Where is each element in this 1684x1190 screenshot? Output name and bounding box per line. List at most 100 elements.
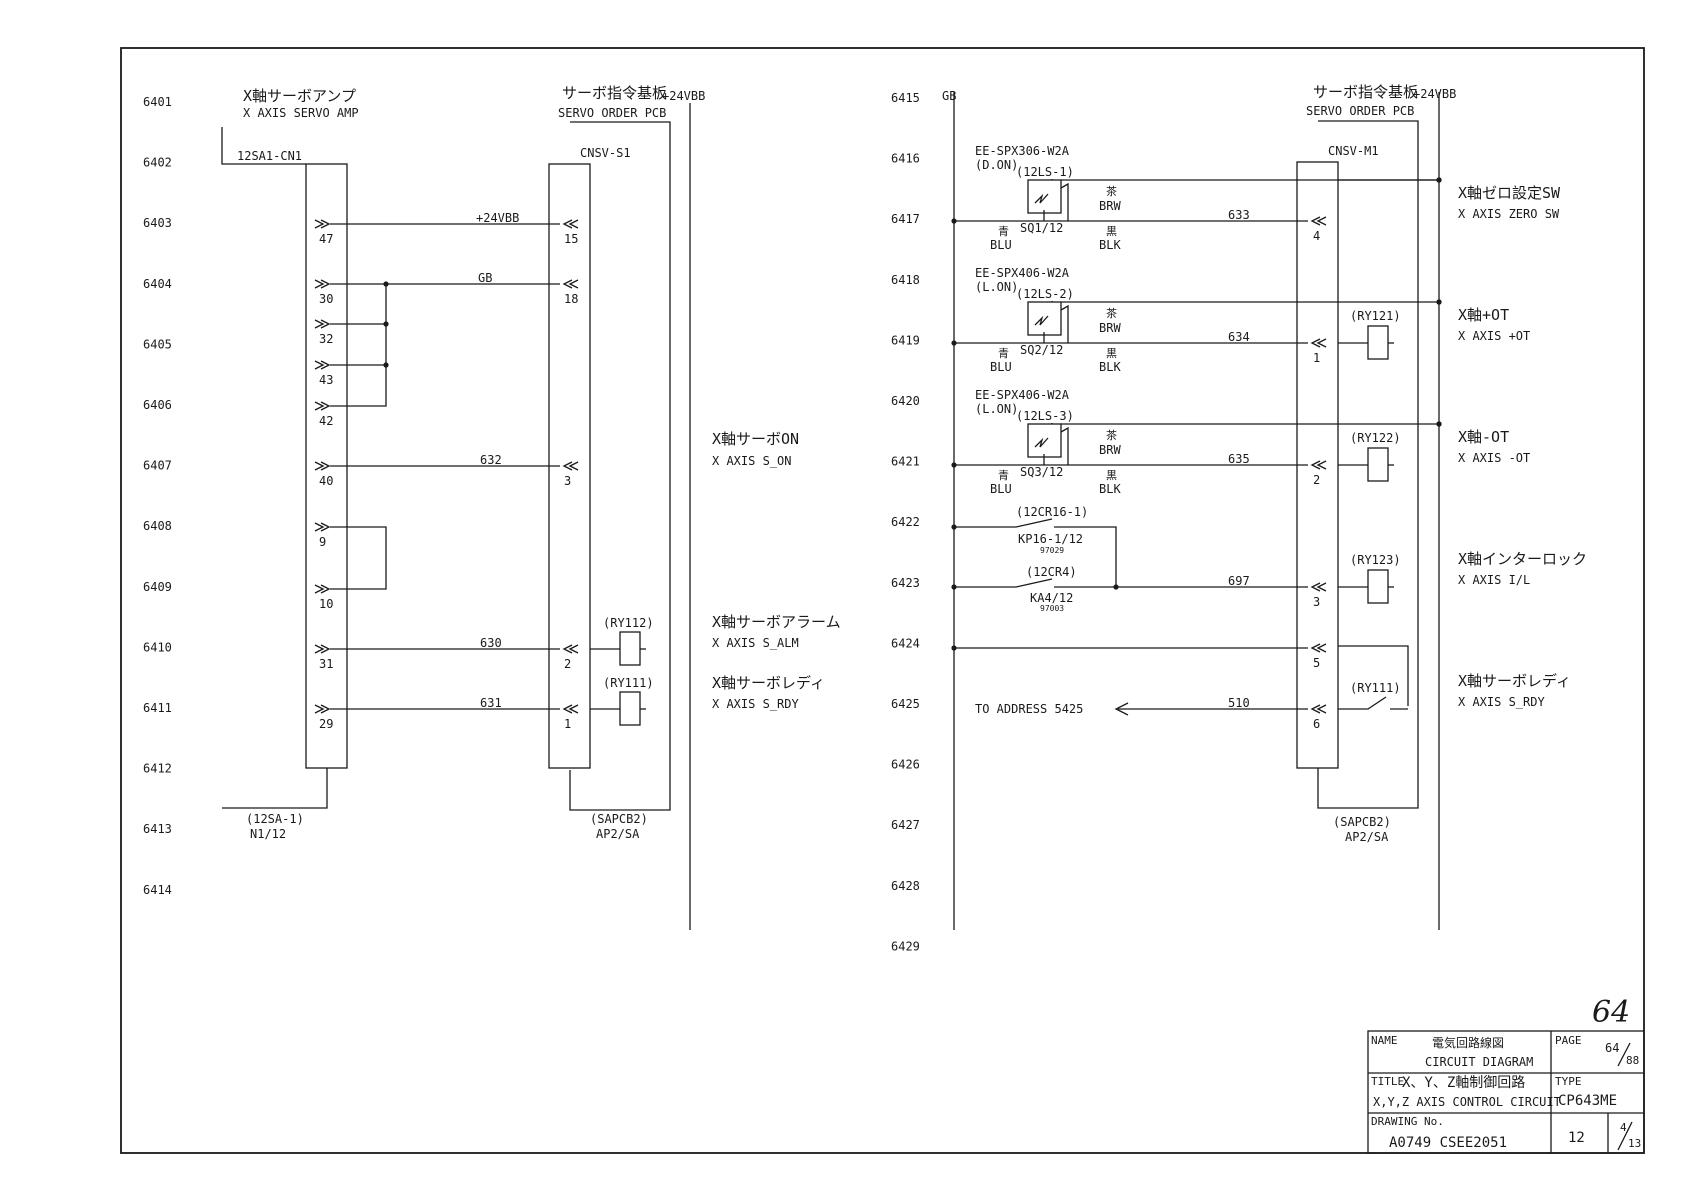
row-number: 6418 [891,273,920,287]
wire-color-jp: 青 [998,225,1009,238]
ry111-loop [1338,645,1409,706]
relay-coil [619,631,641,666]
signal-jp: X軸+OT [1458,306,1509,324]
row-number: 6407 [143,459,172,473]
row-number: 6402 [143,156,172,170]
pcb-pin-number: 3 [1313,595,1320,609]
signal-en: X AXIS S_RDY [1458,695,1545,709]
connector-symbol [314,522,325,532]
signal-en: X AXIS I/L [1458,573,1530,587]
connector-symbol [320,461,331,471]
wire-color: BLK [1099,482,1121,496]
row-number: 6401 [143,95,172,109]
wire-color-jp: 黒 [1106,225,1117,238]
relay-label: (RY121) [1350,309,1401,323]
pcb-connector-label: CNSV-M1 [1328,144,1379,158]
sub-slash [1617,1121,1633,1151]
amp-ref-2: N1/12 [250,827,286,841]
title-en: X,Y,Z AXIS CONTROL CIRCUIT [1373,1095,1561,1109]
pcb-ref-1: (SAPCB2) [1333,815,1391,829]
relay-coil [619,691,641,726]
junction-dot [1436,177,1442,183]
pcb-pin-number: 6 [1313,717,1320,731]
pcb-title-en: SERVO ORDER PCB [1306,104,1414,118]
sensor-model: EE-SPX306-W2A [975,144,1070,158]
signal-en: X AXIS S_ON [712,454,791,468]
connector-symbol [568,644,579,654]
gb-bus [330,284,387,407]
relay-coil [1367,325,1389,360]
title-block: NAME 電気回路線図 CIRCUIT DIAGRAM PAGE 64 88 T… [1367,1030,1645,1154]
contact-blade [1015,578,1053,588]
amp-ref-1: (12SA-1) [246,812,304,826]
relay-coil [1367,569,1389,604]
connector-symbol [314,319,325,329]
connector-symbol [314,219,325,229]
right-servo-pcb: サーボ指令基板 +24VBB SERVO ORDER PCB CNSV-M1 (… [1296,83,1456,844]
row-number: 6429 [891,939,920,953]
handwritten-page-number: 64 [1592,995,1630,1030]
signal-jp: X軸ゼロ設定SW [1458,184,1561,202]
connector-symbol [320,401,331,411]
connector-symbol [1316,582,1327,592]
pcb-ref-2: AP2/SA [596,827,640,841]
connector-symbol [562,219,573,229]
name-jp: 電気回路線図 [1432,1035,1504,1050]
junction-dot [951,462,957,468]
connector-symbol [1310,704,1321,714]
name-en: CIRCUIT DIAGRAM [1425,1055,1533,1069]
amp-pin-number: 30 [319,292,333,306]
junction-dot [951,340,957,346]
connector-symbol [562,461,573,471]
connector-symbol [1316,643,1327,653]
sensor-body [1027,179,1062,214]
title-block-frame [1367,1030,1645,1154]
drawing-label: DRAWING No. [1371,1115,1444,1128]
amp-connector-label: 12SA1-CN1 [237,149,302,163]
pcb-outline [569,121,671,811]
connector-symbol [1316,704,1327,714]
wire-label: 633 [1228,208,1250,222]
left-servo-amp: X軸サーボアンプ X AXIS SERVO AMP 12SA1-CN1 (12S… [221,87,359,841]
page-slash [1617,1042,1631,1067]
connector-symbol [314,360,325,370]
right-row-numbers: 6415641664176418641964206421642264236424… [891,91,920,953]
connector-symbol [314,584,325,594]
connector-symbol [1310,582,1321,592]
wire-color: BRW [1099,321,1121,335]
junction-dot [1436,421,1442,427]
connector-symbol [1310,460,1321,470]
row-number: 6417 [891,212,920,226]
connector-symbol [568,704,579,714]
sub-total: 13 [1628,1137,1641,1150]
connector-symbol [1316,338,1327,348]
left-servo-pcb: サーボ指令基板 +24VBB SERVO ORDER PCB CNSV-S1 (… [548,84,705,930]
wire-label: +24VBB [476,211,519,225]
row-number: 6425 [891,697,920,711]
signal-jp: X軸サーボレディ [712,674,825,692]
pcb-pin-number: 5 [1313,656,1320,670]
junction-dot [383,321,389,327]
connector-symbol [1316,460,1327,470]
relay-label: (RY122) [1350,431,1401,445]
row-number: 6409 [143,580,172,594]
sensor-body [1027,301,1062,336]
sensor-lead [1060,182,1069,221]
row-number: 6423 [891,576,920,590]
wire-label: 630 [480,636,502,650]
connector-symbol [314,704,325,714]
sensor-lead [1060,304,1069,343]
connector-symbol [1310,643,1321,653]
contact-sub: 97003 [1040,604,1064,613]
connector-symbol [562,279,573,289]
sensor-body [1027,423,1062,458]
pcb-pin-number: 2 [564,657,571,671]
signal-jp: X軸サーボレディ [1458,672,1571,690]
junction-dot [951,218,957,224]
sub-number: 4 [1620,1121,1627,1134]
junction-dot [1436,299,1442,305]
signal-jp: X軸サーボON [712,430,799,448]
signal-jp: X軸サーボアラーム [712,613,841,631]
row-number: 6424 [891,636,920,650]
